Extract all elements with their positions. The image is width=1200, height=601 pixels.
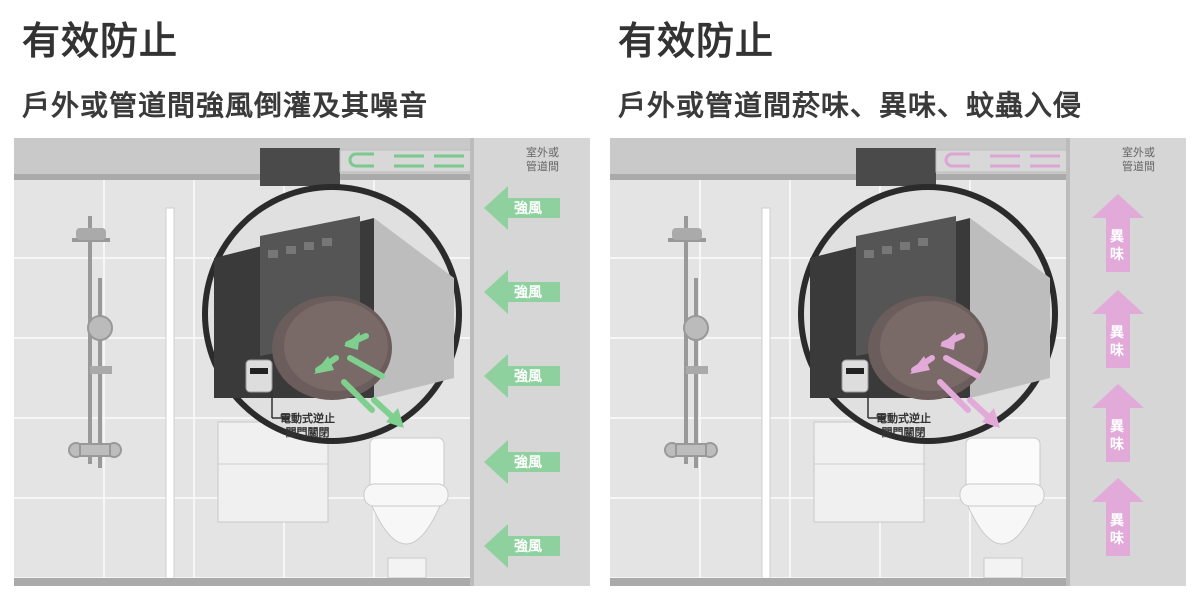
corner-label: 室外或 管道間 <box>526 146 559 174</box>
panel-odor: 有效防止 戶外或管道間菸味、異味、蚊蟲入侵 <box>610 0 1200 601</box>
bathroom-illustration: 室外或 管道間 電動式逆止 閥門關閉 強風 強風 強風 強風 強風 <box>14 138 590 586</box>
corner-label-line2: 管道間 <box>526 160 559 173</box>
wind-label-2: 強風 <box>514 285 542 301</box>
damper-label: 電動式逆止 閥門關閉 <box>876 412 931 440</box>
corner-label: 室外或 管道間 <box>1122 146 1155 174</box>
panel-wind: 有效防止 戶外或管道間強風倒灌及其噪音 <box>14 0 604 601</box>
odor-label-3: 異味 <box>1110 419 1124 453</box>
bathroom-illustration: 室外或 管道間 電動式逆止 閥門關閉 異味 異味 異味 異味 <box>610 138 1186 586</box>
corner-label-line1: 室外或 <box>526 146 559 159</box>
wind-label-3: 強風 <box>514 369 542 385</box>
odor-label-1: 異味 <box>1110 229 1124 263</box>
panel-subtitle: 戶外或管道間強風倒灌及其噪音 <box>22 89 429 122</box>
wind-label-5: 強風 <box>514 539 542 555</box>
panel-title: 有效防止 <box>22 19 179 63</box>
odor-label-4: 異味 <box>1110 513 1124 547</box>
wind-label-1: 強風 <box>514 201 542 217</box>
corner-label-line1: 室外或 <box>1122 146 1155 159</box>
odor-label-2: 異味 <box>1110 325 1124 359</box>
corner-label-line2: 管道間 <box>1122 160 1155 173</box>
damper-label-line2: 閥門關閉 <box>881 426 926 439</box>
damper-label: 電動式逆止 閥門關閉 <box>280 412 335 440</box>
damper-label-line1: 電動式逆止 <box>876 412 931 425</box>
damper-label-line1: 電動式逆止 <box>280 412 335 425</box>
panel-title: 有效防止 <box>618 19 775 63</box>
panel-subtitle: 戶外或管道間菸味、異味、蚊蟲入侵 <box>618 89 1083 122</box>
wind-label-4: 強風 <box>514 455 542 471</box>
damper-label-line2: 閥門關閉 <box>285 426 330 439</box>
